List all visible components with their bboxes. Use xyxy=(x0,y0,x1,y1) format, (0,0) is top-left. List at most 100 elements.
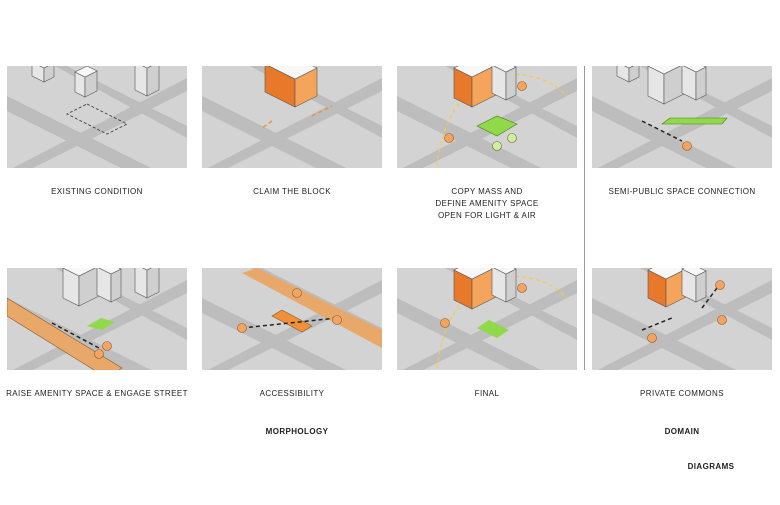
diagram-illustration xyxy=(592,66,772,168)
orange-mass-top xyxy=(647,268,689,280)
context-building-front xyxy=(134,268,148,299)
diagram-illustration xyxy=(397,268,577,370)
context-building-front xyxy=(616,66,630,83)
diagram-label-private-commons: PRIVATE COMMONS xyxy=(582,388,780,400)
context-building xyxy=(31,66,55,83)
column-divider xyxy=(584,66,585,370)
diagram-illustration xyxy=(7,268,187,370)
label-line: OPEN FOR LIGHT & AIR xyxy=(437,211,537,220)
context-building xyxy=(134,268,160,299)
node-icon xyxy=(102,341,112,351)
label-line: ACCESSIBILITY xyxy=(259,389,325,398)
road xyxy=(202,96,346,168)
diagram-illustration xyxy=(202,66,382,168)
accessible-platform xyxy=(271,309,313,333)
white-mass xyxy=(681,268,707,303)
context-building xyxy=(616,66,640,83)
node-icon xyxy=(715,280,725,290)
arrow-icon xyxy=(261,120,273,129)
mass-top xyxy=(98,268,122,275)
amenity-space xyxy=(661,117,728,125)
mass-top xyxy=(62,268,96,277)
node-icon xyxy=(444,133,454,143)
white-mass-top xyxy=(681,268,707,277)
road xyxy=(12,78,187,168)
white-mass-side xyxy=(505,268,517,303)
diagram-raise-amenity xyxy=(7,268,187,370)
group-label-morphology: MORPHOLOGY xyxy=(265,427,329,436)
diagram-label-claim-the-block: CLAIM THE BLOCK xyxy=(192,186,392,198)
context-building-top xyxy=(624,66,634,69)
context-building-top xyxy=(142,66,152,69)
group-label-domain: DOMAIN xyxy=(664,427,700,436)
diagram-illustration xyxy=(592,268,772,370)
label-line: EXISTING CONDITION xyxy=(51,187,143,196)
diagram-label-raise-amenity: RAISE AMENITY SPACE & ENGAGE STREET xyxy=(0,388,197,400)
road xyxy=(397,298,541,370)
node-icon xyxy=(292,288,302,298)
diagram-label-existing-condition: EXISTING CONDITION xyxy=(0,186,197,198)
context-building-side xyxy=(146,66,160,97)
mass xyxy=(96,268,122,303)
diagram-label-final: FINAL xyxy=(387,388,587,400)
raised-amenity xyxy=(87,318,115,330)
node-icon xyxy=(507,133,517,143)
label-line: DEFINE AMENITY SPACE xyxy=(435,199,539,208)
diagram-existing-condition xyxy=(7,66,187,168)
label-line: COPY MASS AND xyxy=(451,187,523,196)
white-mass xyxy=(491,66,517,101)
label-line: CLAIM THE BLOCK xyxy=(253,187,331,196)
context-building-top xyxy=(142,268,152,271)
diagram-accessibility xyxy=(202,268,382,370)
label-line: RAISE AMENITY SPACE & ENGAGE STREET xyxy=(6,389,188,398)
context-building-side xyxy=(628,66,640,83)
node-icon xyxy=(717,315,727,325)
label-line: FINAL xyxy=(474,389,500,398)
arrow-icon xyxy=(51,322,100,349)
diagram-private-commons xyxy=(592,268,772,370)
mass xyxy=(681,66,707,101)
route-line xyxy=(241,317,338,329)
arrow-icon xyxy=(311,105,333,117)
white-mass-top xyxy=(493,66,517,73)
amenity-space xyxy=(477,320,509,338)
diagram-claim-the-block xyxy=(202,66,382,168)
road xyxy=(397,96,541,168)
diagram-label-semi-public-space: SEMI-PUBLIC SPACE CONNECTION xyxy=(582,186,780,198)
context-building-side xyxy=(43,66,55,83)
site-boundary xyxy=(66,103,128,135)
group-label-diagrams: DIAGRAMS xyxy=(687,462,735,471)
diagram-final xyxy=(397,268,577,370)
node-icon xyxy=(682,141,692,151)
node-icon xyxy=(440,318,450,328)
arrow-icon xyxy=(641,120,683,142)
arrow-icon xyxy=(641,317,673,331)
node-icon xyxy=(517,283,527,293)
road xyxy=(592,298,736,370)
mass-top xyxy=(683,66,707,73)
node-icon xyxy=(492,141,502,151)
mass-side xyxy=(110,268,122,303)
diagram-illustration xyxy=(7,66,187,168)
node-icon xyxy=(647,333,657,343)
diagram-illustration xyxy=(397,66,577,168)
road xyxy=(7,96,151,168)
diagram-label-accessibility: ACCESSIBILITY xyxy=(192,388,392,400)
mass-side xyxy=(695,66,707,101)
context-building-side xyxy=(146,268,160,299)
node-icon xyxy=(332,315,342,325)
white-mass xyxy=(491,268,517,303)
mass-top xyxy=(647,66,681,75)
street xyxy=(7,297,123,370)
white-mass-side xyxy=(695,270,707,303)
context-building-top xyxy=(39,66,49,69)
diagram-copy-mass xyxy=(397,66,577,168)
existing-building-top xyxy=(74,66,98,78)
node-icon xyxy=(517,81,527,91)
existing-building xyxy=(74,66,98,98)
street xyxy=(242,268,382,348)
diagram-semi-public-space xyxy=(592,66,772,168)
road xyxy=(202,298,346,370)
context-building-front xyxy=(31,66,45,83)
claimed-block-mass xyxy=(264,66,318,108)
